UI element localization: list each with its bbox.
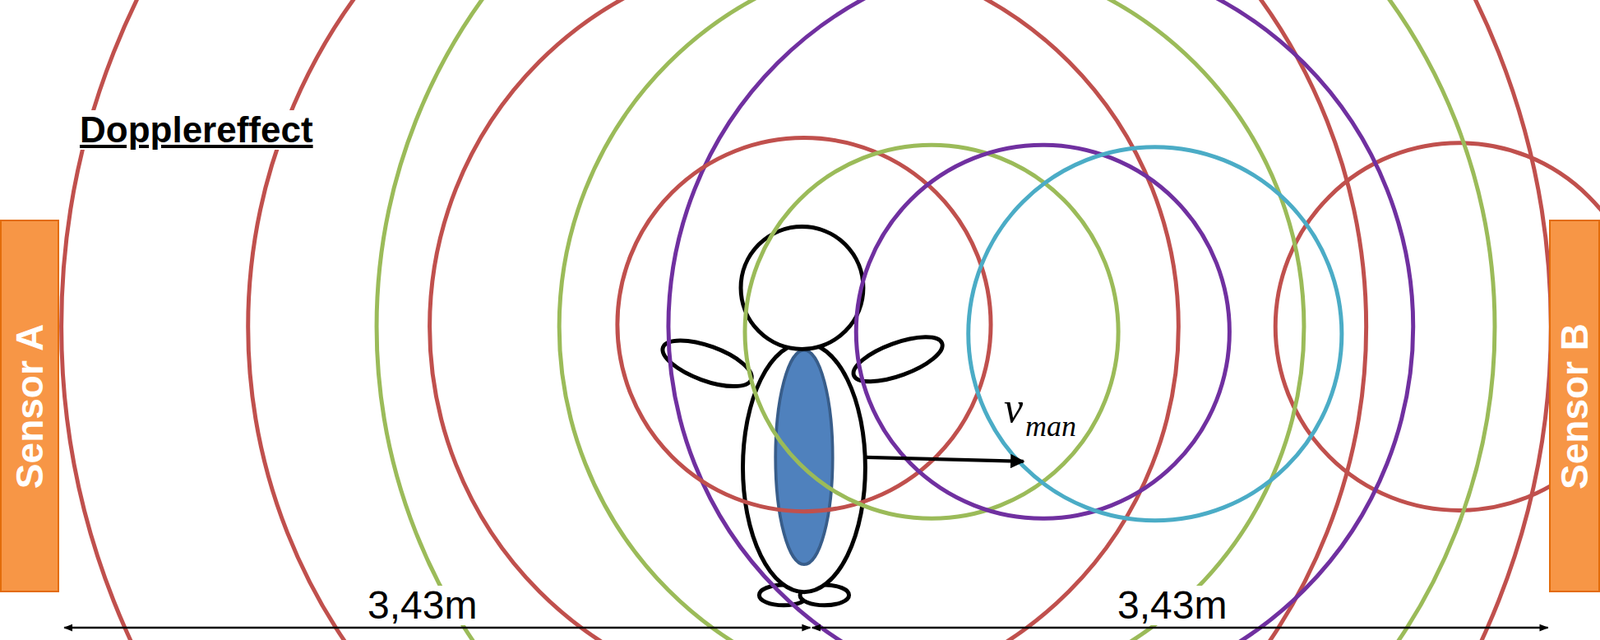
wavefront <box>430 0 1180 640</box>
dimension-lines <box>64 626 1548 629</box>
diagram-title: Dopplereffect <box>76 110 317 150</box>
man-figure <box>656 226 948 605</box>
wavefront <box>559 0 1305 640</box>
dimension-line <box>812 626 1549 629</box>
dimension-line <box>64 626 810 629</box>
sensor-box: Sensor B <box>1549 219 1600 592</box>
dimension-label: 3,43m <box>1114 585 1230 625</box>
wavefront <box>744 144 1119 518</box>
velocity-subscript: man <box>1022 411 1079 441</box>
body-stripe <box>775 350 833 565</box>
sensor-label: Sensor B <box>1555 323 1594 490</box>
sensor-box: Sensor A <box>0 219 60 592</box>
wavefront <box>855 144 1230 518</box>
wavefront <box>968 147 1342 521</box>
wavefront <box>668 0 1414 640</box>
velocity-arrow <box>864 457 1023 462</box>
velocity-symbol: v <box>1001 386 1026 430</box>
wavefront <box>376 0 1495 640</box>
wavefronts <box>61 0 1600 640</box>
head <box>740 226 864 349</box>
wavefront <box>248 0 1367 640</box>
dimension-label: 3,43m <box>365 585 480 625</box>
sensor-label: Sensor A <box>10 323 49 488</box>
wavefront <box>61 0 1552 640</box>
